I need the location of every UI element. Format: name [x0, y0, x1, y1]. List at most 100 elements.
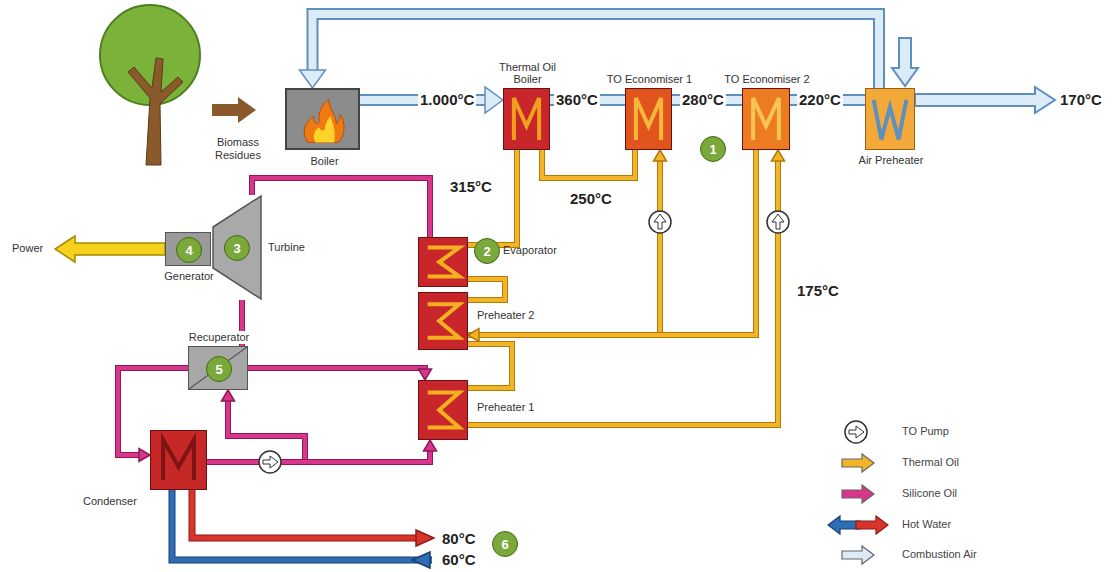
- pipe-connector: [468, 150, 667, 335]
- arrow-head: [468, 329, 479, 342]
- pipe-connector: [300, 14, 880, 88]
- callout-number: 5: [215, 363, 222, 376]
- legend-label: Combustion Air: [902, 548, 977, 561]
- pipe-connector: [477, 150, 756, 335]
- component-label: Preheater 2: [477, 309, 534, 322]
- arrow-head: [772, 150, 785, 161]
- biomass-arrow: [212, 97, 256, 123]
- tree: [128, 58, 183, 165]
- temperature-label: 280°C: [680, 91, 726, 108]
- component-label: Preheater 1: [477, 401, 534, 414]
- callout-number: 5: [206, 356, 232, 382]
- pipe-connector: [207, 449, 430, 462]
- hot-water-lines: [192, 490, 418, 538]
- boiler-box: Boiler: [285, 88, 360, 150]
- legend-swatch: [856, 516, 888, 534]
- temperature-label: 80°C: [440, 530, 478, 547]
- component-label: Evaporator: [503, 244, 557, 257]
- legend-swatch: [828, 516, 860, 534]
- to-pump: [772, 214, 784, 229]
- air-preheater-box: Air Preheater: [865, 88, 915, 150]
- coil-symbol: [419, 293, 467, 349]
- heat-exchanger: Evaporator: [418, 237, 468, 287]
- generator-box: Generator4: [165, 232, 211, 266]
- pipe-connector: [468, 344, 512, 388]
- biomass-arrow: [212, 97, 256, 123]
- hot-water-lines: [412, 552, 430, 568]
- pipe-connector: [468, 150, 756, 342]
- callout-number: 1: [700, 136, 726, 162]
- coil-symbol: [874, 100, 907, 140]
- air-inlet-arrow: [892, 38, 918, 86]
- component-label: Generator: [164, 270, 214, 283]
- coil-symbol: [428, 304, 460, 338]
- legend-label: Silicone Oil: [902, 487, 957, 500]
- pipe-connector: [542, 150, 635, 178]
- air-inlet-arrow: [892, 38, 918, 86]
- callout-number: 6: [492, 531, 518, 557]
- arrow-head: [654, 150, 667, 161]
- temperature-label: 220°C: [797, 91, 843, 108]
- turbine-shape: [213, 196, 261, 299]
- pipe-connector: [252, 178, 430, 237]
- arrow-head: [300, 70, 326, 88]
- flame-symbol: [314, 116, 335, 142]
- heat-exchanger: Thermal Oil Boiler: [503, 88, 550, 150]
- condenser-box: Condenser: [150, 430, 207, 490]
- to-pump: [649, 211, 671, 233]
- hot-water-lines: [172, 490, 434, 568]
- to-pump: [767, 211, 789, 233]
- hot-water-lines: [172, 490, 432, 560]
- coil-symbol: [428, 393, 460, 428]
- pipe-connector: [207, 390, 305, 462]
- text-label: Biomass Residues: [210, 136, 266, 161]
- coil-symbol: [428, 248, 460, 277]
- pipe-connector: [207, 440, 437, 462]
- pipe-connector: [468, 344, 512, 388]
- temperature-label: 60°C: [440, 551, 478, 568]
- pipe-connector: [468, 159, 660, 335]
- component-label: Thermal Oil Boiler: [491, 61, 565, 86]
- flame-symbol: [304, 99, 344, 142]
- pipe-connector: [252, 178, 430, 237]
- pipe-connector: [468, 344, 512, 388]
- pipe-connector: [248, 368, 425, 371]
- component-label: Turbine: [268, 241, 305, 254]
- callout-number: 2: [483, 245, 490, 258]
- recuperator-symbol: [189, 347, 247, 389]
- pipe-connector: [468, 159, 660, 335]
- pipe-connector: [248, 368, 432, 380]
- power-arrow: [55, 236, 165, 262]
- flue-outlet-arrow: [915, 87, 1055, 113]
- legend-label: Hot Water: [902, 518, 951, 531]
- coil-symbol: [636, 98, 661, 140]
- flame-symbol: [287, 90, 358, 148]
- legend-swatch: [842, 454, 874, 472]
- hot-water-lines: [416, 530, 434, 546]
- pipe-connector: [468, 279, 505, 300]
- pipe-connector: [468, 150, 517, 245]
- component-label: Boiler: [310, 155, 338, 168]
- recuperator-box: Recuperator5: [188, 346, 248, 390]
- component-label: Condenser: [83, 495, 137, 508]
- to-pump: [259, 451, 281, 473]
- arrow-head: [485, 87, 503, 113]
- coil-symbol: [151, 431, 206, 489]
- to-pump: [654, 214, 666, 229]
- to-pump: [259, 211, 789, 473]
- coil-symbol: [514, 98, 539, 140]
- pipe-connector: [207, 399, 305, 462]
- to-pump: [263, 456, 278, 468]
- temperature-label: 250°C: [568, 190, 614, 207]
- heat-exchanger: Preheater 2: [418, 292, 468, 350]
- pipe-connector: [542, 150, 635, 178]
- pipe-connector: [477, 150, 756, 335]
- pipe-connector: [468, 150, 517, 245]
- component-label: Recuperator: [187, 331, 252, 344]
- coil-symbol: [753, 98, 779, 140]
- pipe-connector: [360, 87, 503, 113]
- pipe-connector: [313, 14, 880, 88]
- arrow-head: [424, 440, 437, 451]
- text-label: Power: [12, 242, 43, 255]
